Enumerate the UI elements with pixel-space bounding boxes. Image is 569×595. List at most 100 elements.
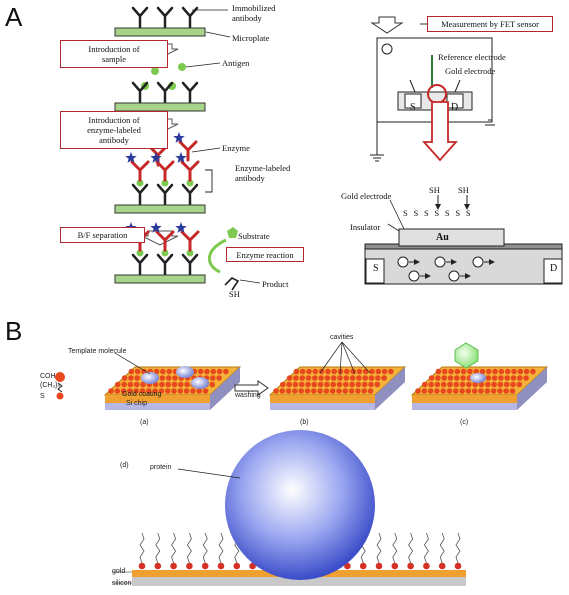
chip-b-si-side [270, 403, 375, 410]
chip-b-thiol-head [279, 388, 286, 394]
template-molecule-label: Template molecule [68, 348, 127, 355]
electron-2 [472, 256, 484, 268]
panel-letter-a: A [5, 2, 23, 32]
alkyl-chain-17 [408, 532, 414, 564]
free-enzyme-ab-2 [178, 140, 198, 162]
reference-electrode-label: Reference electrode [438, 52, 506, 62]
chip-b-thiol-head [362, 375, 369, 381]
template-molecule-1 [176, 366, 194, 378]
chip-c-thiol-head [465, 388, 472, 394]
chip-a-thiol-head [128, 375, 134, 381]
thiol-anchor-4 [201, 562, 209, 570]
chip-a-thiol-head [166, 368, 172, 375]
chip-c-thiol-head [484, 388, 491, 394]
antigen-1 [178, 63, 186, 71]
chip-c-thiol-head [415, 388, 421, 394]
chip-a-thiol-head [223, 368, 229, 375]
microplate-label: Microplate [232, 33, 270, 43]
chip-c-thiol-head [471, 388, 478, 394]
microplate-4 [114, 274, 206, 284]
chip-c-thiol-head [498, 368, 505, 375]
chip-c-thiol-head [427, 388, 434, 394]
chip-b-thiol-head [312, 375, 318, 381]
bound-enzyme-ab-s3-1 [155, 230, 175, 252]
thiol-anchor-17 [407, 562, 414, 570]
gold-coating-label: Gold coating [122, 391, 162, 398]
chip-b-thiol-head [318, 375, 324, 381]
chip-a-thiol-head [210, 368, 217, 375]
chip-b-thiol-head [344, 368, 350, 375]
cavity-pointer-2 [341, 341, 356, 375]
chip-b-thiol-head [292, 381, 299, 388]
drain-d-label: D [451, 102, 459, 113]
product-pointer [239, 279, 261, 284]
chip-c-thiol-head [446, 388, 453, 394]
chip-c-thiol-head [454, 368, 461, 375]
step-bf-separation-box: B/F separation [60, 227, 145, 243]
chip-a-thiol-head [133, 381, 140, 388]
chip-c-thiol-head [503, 388, 510, 394]
chip-c-thiol-head [479, 368, 486, 375]
chip-c-thiol-head [447, 375, 454, 381]
chip-c-thiol-head [466, 381, 472, 388]
chip-a-thiol-head [204, 368, 210, 375]
chip-a-thiol-head [197, 368, 204, 375]
cavity-pointer-0 [319, 341, 343, 374]
chip-a-thiol-head [139, 388, 146, 394]
chip-a-thiol-head [127, 381, 134, 388]
s-label: S [40, 393, 45, 400]
chip-c-thiol-head [434, 381, 441, 388]
chip-a-thiol-head [108, 388, 114, 394]
chip-b-thiol-head [349, 375, 356, 381]
antibody-s3-0 [131, 253, 149, 277]
gold-label: gold [112, 568, 126, 575]
chip-b-thiol-head [304, 388, 311, 394]
antibody-s1-0 [131, 81, 149, 105]
chip-c-thiol-head [517, 368, 524, 375]
chip-b-thiol-head [356, 375, 362, 381]
chip-a-thiol-head [184, 381, 190, 388]
chip-b-thiol-head [375, 368, 382, 375]
chip-b-thiol-head [375, 375, 381, 381]
chip-c-thiol-head [428, 381, 434, 388]
product-label: Product [262, 279, 289, 289]
thiol-anchor-18 [423, 562, 430, 570]
enzyme-pointer [191, 147, 221, 153]
step-enzyme-antibody-box: Introduction of enzyme-labeled antibody [60, 111, 168, 149]
chip-c-thiol-head [530, 368, 536, 375]
enzyme-reaction-box: Enzyme reaction [226, 247, 304, 262]
chip-c-thiol-head [460, 368, 467, 375]
immobilized-antibody-2 [181, 6, 199, 30]
chip-b-gold-side [270, 395, 375, 403]
sulfur-row-label: S S S S S S S [403, 208, 472, 218]
chip-c-thiol-head [485, 375, 492, 381]
battery [485, 119, 495, 126]
chip-b-thiol-head [330, 375, 337, 381]
chip-b-thiol-head [323, 388, 330, 394]
cavities-label: cavities [330, 334, 354, 341]
alkyl-chain-3 [186, 532, 192, 564]
thiol-anchor-15 [375, 562, 383, 570]
chip-a-thiol-head [146, 388, 152, 394]
chip-c-thiol-head [511, 368, 517, 375]
alkyl-chain-2 [171, 532, 177, 564]
chip-b-thiol-head [388, 368, 394, 375]
chip-b-thiol-head [361, 388, 368, 394]
bound-enzyme-ab-s2-2-enzyme [175, 152, 187, 163]
chip-a-thiol-head [172, 375, 178, 381]
chip-c-thiol-head [453, 388, 459, 394]
antigen-pointer [185, 62, 221, 68]
chip-c-thiol-head [523, 368, 530, 375]
chip-b-thiol-head [273, 388, 279, 394]
antigen-label: Antigen [222, 58, 250, 68]
chip-b-thiol-head [331, 368, 338, 375]
zoom-source-block [365, 258, 385, 284]
chip-c-thiol-head [441, 375, 448, 381]
source-s-label: S [410, 102, 416, 113]
au-layer [398, 228, 505, 247]
gold-electrode-label: Gold electrode [341, 191, 392, 201]
coh-head [55, 372, 65, 382]
chip-b-thiol-head [299, 375, 306, 381]
chip-c-thiol-head [510, 375, 517, 381]
